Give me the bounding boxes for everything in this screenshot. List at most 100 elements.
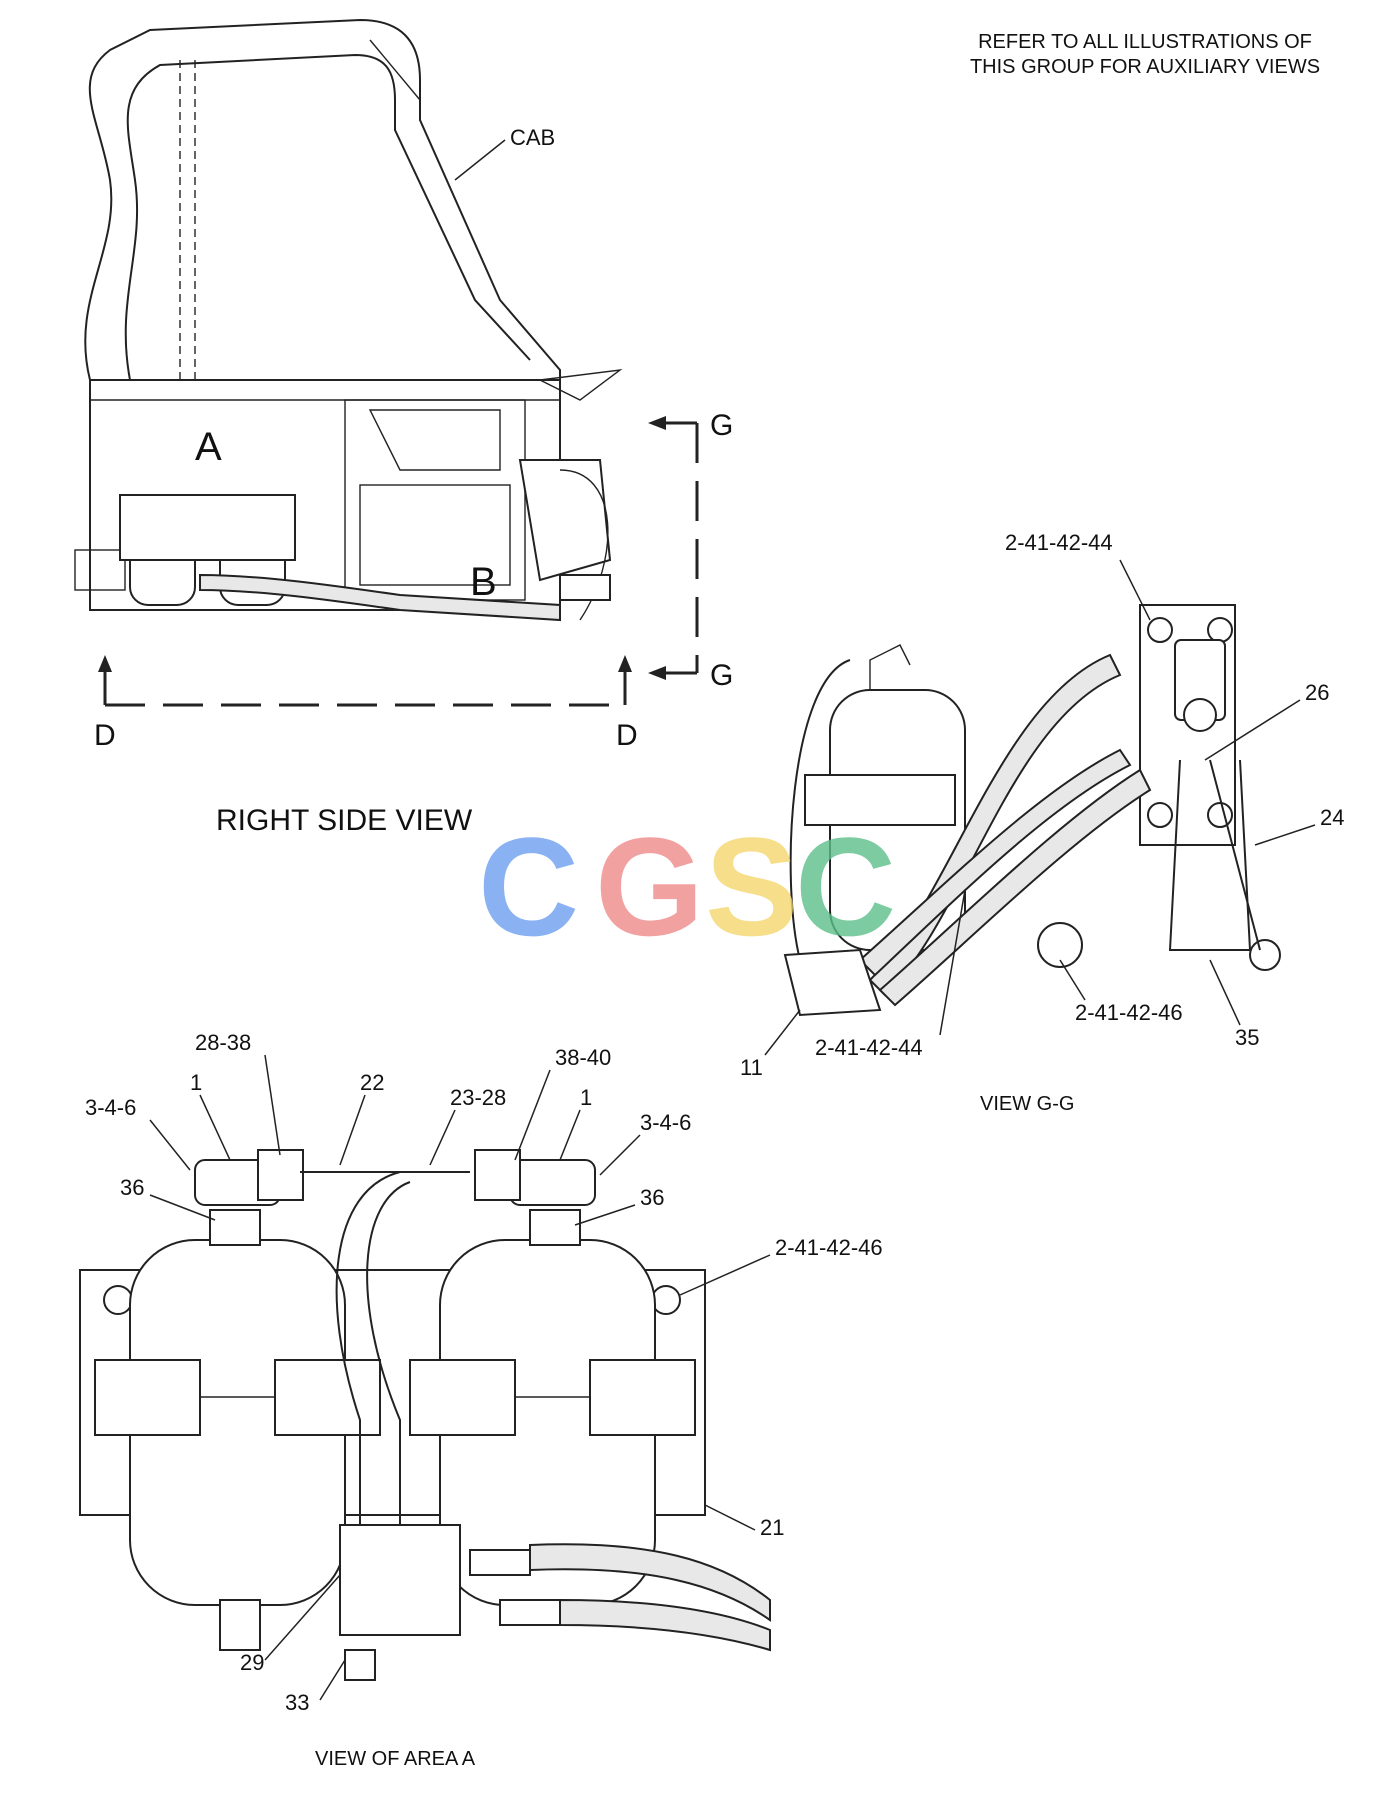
leader-a-7 [514, 1069, 551, 1161]
callout-a-3: 3-4-6 [85, 1095, 136, 1120]
callout-a-11: 2-41-42-46 [775, 1235, 883, 1260]
callout-gg-3: 24 [1320, 805, 1344, 830]
clamp-a-3 [409, 1359, 516, 1436]
leader-a-6 [429, 1109, 456, 1166]
callout-a-10: 36 [640, 1185, 664, 1210]
bottle-neck-gg [869, 644, 911, 690]
handle [537, 368, 623, 401]
bracket-gg [1168, 759, 1252, 951]
callout-a-6: 23-28 [450, 1085, 506, 1110]
leader-gg-4 [1059, 959, 1086, 1001]
clamp-a-2 [274, 1359, 381, 1436]
clamp-a-4 [589, 1359, 696, 1436]
panel-cutout [368, 409, 501, 471]
leader-a-5 [339, 1094, 366, 1166]
callout-a-7: 38-40 [555, 1045, 611, 1070]
leader-gg-7 [764, 1009, 801, 1056]
bracket-bolt-gg [1249, 939, 1281, 971]
section-d-right-arrowhead [618, 655, 632, 672]
bottle-base-a [219, 1599, 261, 1651]
cab-outline [84, 18, 561, 410]
hose-gg-2 [878, 768, 1152, 1007]
leader-a-13 [264, 1574, 341, 1661]
tube-a-down-2 [366, 1181, 411, 1570]
section-g-top-arrowhead [648, 416, 666, 430]
leader-a-9 [599, 1134, 641, 1176]
callout-gg-6: 2-41-42-44 [815, 1035, 923, 1060]
bolt-hole-a-2 [651, 1285, 681, 1315]
access-panel [344, 399, 526, 601]
view-of-area-a: 28-38 1 3-4-6 36 22 23-28 38-40 1 3-4-6 … [79, 1030, 883, 1770]
hose-fitting-a-2 [499, 1599, 561, 1626]
bottle-bracket-small [119, 494, 296, 561]
label-cab: CAB [510, 125, 555, 150]
view-title-gg: VIEW G-G [980, 1093, 1074, 1115]
panel-opening [359, 484, 511, 586]
watermark-letter-s: S [705, 808, 798, 965]
leader-a-4 [149, 1194, 216, 1221]
leader-gg-1 [1119, 559, 1151, 621]
washer-gg [1037, 922, 1083, 968]
tube-gg [789, 659, 851, 961]
bottle-clamp-gg [804, 774, 956, 826]
block-gg [783, 948, 882, 1017]
fitting-a-right [474, 1149, 521, 1201]
label-area-a: A [195, 425, 222, 469]
leader-a-1 [264, 1054, 281, 1156]
clamp-a-1 [94, 1359, 201, 1436]
watermark-letter-c2: C [795, 808, 896, 965]
callout-a-4: 36 [120, 1175, 144, 1200]
bolt-hole-gg-4 [1207, 802, 1233, 828]
callout-a-9: 3-4-6 [640, 1110, 691, 1135]
tube-a-down-1 [335, 1171, 401, 1570]
hose-a-1 [529, 1543, 771, 1622]
callout-a-13: 29 [240, 1650, 264, 1675]
valve-assembly-small [518, 459, 612, 582]
hose-gg-3 [858, 748, 1132, 977]
callout-a-12: 21 [760, 1515, 784, 1540]
rod-gg [1209, 759, 1261, 951]
note-line-2: THIS GROUP FOR AUXILIARY VIEWS [970, 56, 1320, 78]
nut-a-right [529, 1209, 581, 1246]
leader-gg-3 [1254, 824, 1316, 846]
section-d-left-arrowhead [98, 655, 112, 672]
valve-knob-gg [1183, 698, 1217, 732]
callout-gg-7: 11 [740, 1055, 763, 1080]
label-section-g-top: G [710, 409, 733, 442]
callout-a-14: 33 [285, 1690, 309, 1715]
watermark-letter-g: G [595, 808, 704, 965]
callout-gg-5: 35 [1235, 1025, 1259, 1050]
bolt-hole-gg-3 [1147, 802, 1173, 828]
bolt-hole-gg-2 [1207, 617, 1233, 643]
hose-small [199, 573, 561, 622]
section-g-bottom-arrowhead [648, 666, 666, 680]
callout-gg-4: 2-41-42-46 [1075, 1000, 1183, 1025]
callout-a-1: 28-38 [195, 1030, 251, 1055]
nut-a-left [209, 1209, 261, 1246]
callout-a-8: 1 [580, 1085, 592, 1110]
leader-a-8 [559, 1109, 581, 1161]
callout-a-2: 1 [190, 1070, 202, 1095]
label-area-b: B [470, 560, 497, 604]
auxiliary-views-note: REFER TO ALL ILLUSTRATIONS OF THIS GROUP… [970, 31, 1320, 78]
leader-cab [454, 139, 506, 181]
note-line-1: REFER TO ALL ILLUSTRATIONS OF [978, 31, 1312, 53]
callout-gg-2: 26 [1305, 680, 1329, 705]
leader-a-2 [199, 1094, 231, 1161]
fitting-a-left [257, 1149, 304, 1201]
view-title-right-side: RIGHT SIDE VIEW [216, 804, 473, 837]
hose-fitting-a-1 [469, 1549, 531, 1576]
label-section-d-left: D [94, 719, 116, 752]
leader-a-11 [679, 1254, 771, 1296]
callout-gg-1: 2-41-42-44 [1005, 530, 1113, 555]
fitting-a-bottom [344, 1649, 376, 1681]
leader-a-3 [149, 1119, 191, 1171]
cgsc-watermark: C G S C [478, 808, 896, 965]
hose-a-2 [559, 1598, 771, 1652]
manifold-a [339, 1524, 461, 1636]
leader-gg-2 [1204, 699, 1301, 761]
bolt-hole-a-1 [103, 1285, 133, 1315]
watermark-letter-c: C [478, 808, 579, 965]
